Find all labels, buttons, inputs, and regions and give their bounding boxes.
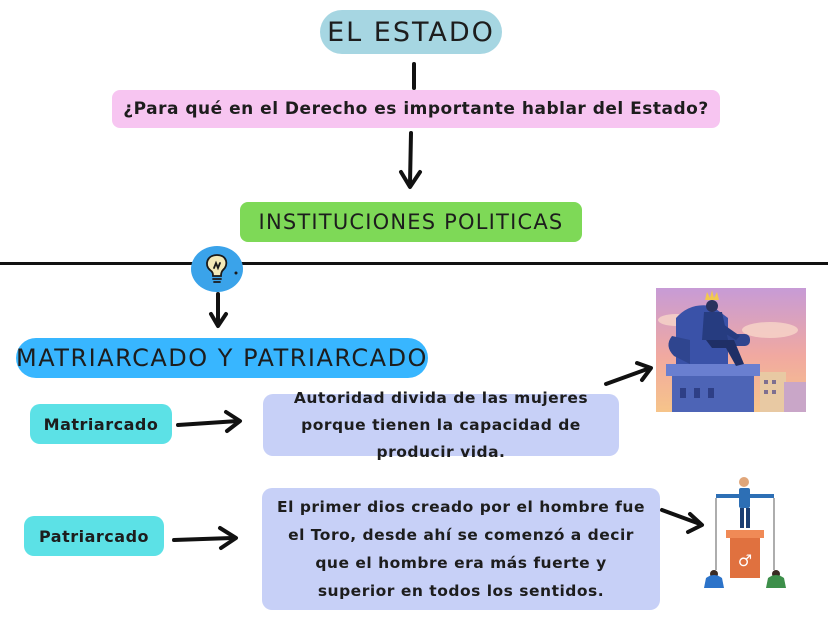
section-divider (0, 262, 828, 265)
patriarcado-label: Patriarcado (24, 516, 164, 556)
matriarcado-arrowhead (224, 410, 242, 433)
matriarcado-label: Matriarcado (30, 404, 172, 444)
institutions-box: INSTITUCIONES POLITICAS (240, 202, 582, 242)
patriarcado-arrowhead (218, 526, 238, 550)
patriarcado-description: El primer dios creado por el hombre fue … (262, 488, 660, 610)
matriarcado-description: Autoridad divida de las mujeres porque t… (263, 389, 619, 461)
page-title: EL ESTADO (320, 10, 502, 54)
puppeteer-arrow (660, 508, 702, 526)
question-arrow (408, 131, 413, 185)
patriarcado-arrow (172, 536, 234, 542)
question-arrowhead (399, 170, 422, 189)
matriarcado-arrow (176, 419, 240, 427)
king-arrowhead (635, 361, 653, 382)
lightbulb-icon (191, 246, 243, 292)
section-heading: MATRIARCADO Y PATRIARCADO (16, 338, 428, 378)
bulb-arrowhead (209, 312, 228, 328)
puppeteer-arrowhead (686, 512, 704, 534)
male-symbol-icon: ♂ (738, 551, 752, 570)
question-box: ¿Para qué en el Derecho es importante ha… (112, 90, 720, 128)
king-arrow (604, 366, 652, 386)
